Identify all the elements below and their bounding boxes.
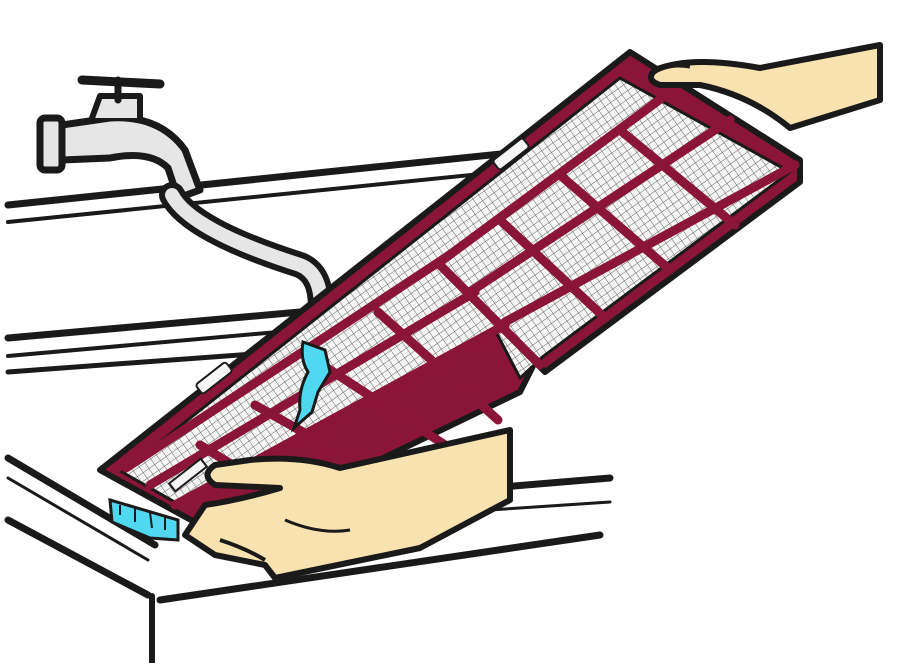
sink-basin-icon	[4, 148, 614, 663]
left-hand-icon	[182, 427, 513, 581]
water-stream-icon	[108, 339, 332, 542]
right-hand-icon	[648, 42, 883, 131]
air-filter-icon	[97, 49, 803, 530]
